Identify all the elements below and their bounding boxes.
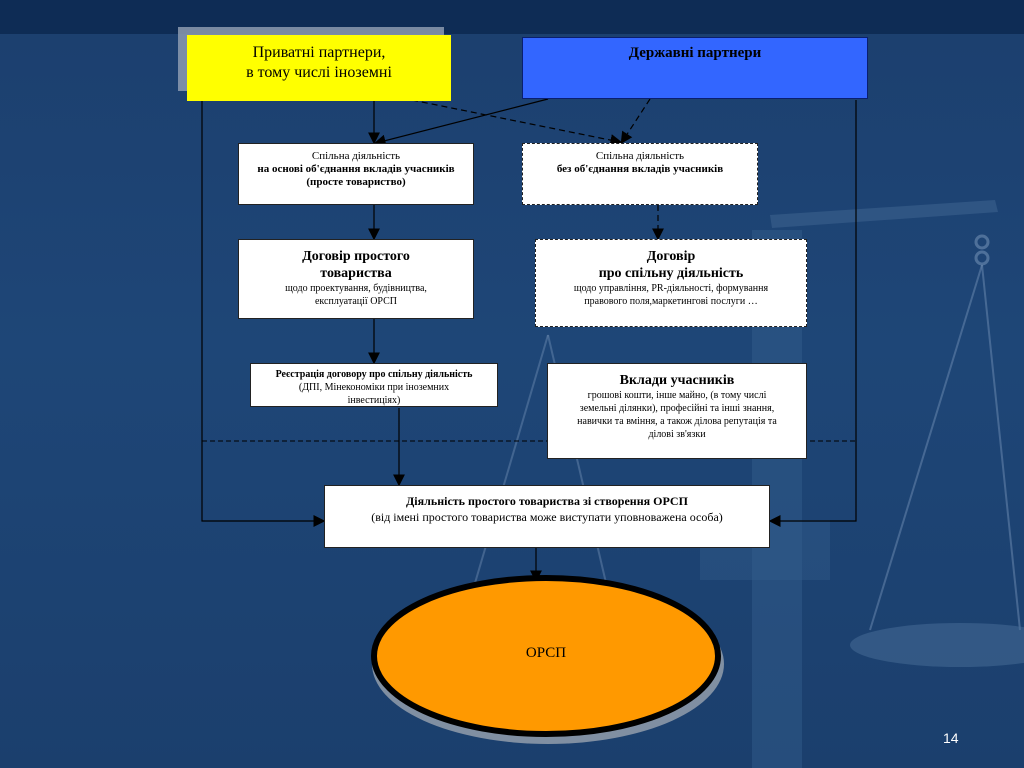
joint-activity-no-pooling-box: Спільна діяльність без об'єднання вкладі… [522,143,758,205]
activity-line1: Діяльність простого товариства зі створе… [406,494,688,508]
contributions-line1: грошові кошти, інше майно, (в тому числі [587,390,767,401]
joint-activity-pooling-box: Спільна діяльність на основі об'єднання … [238,143,474,205]
joint-activity-contract-box: Договір про спільну діяльність щодо упра… [535,239,807,327]
orsp-label: ОРСП [525,645,567,661]
joint-contract-title-line2: про спільну діяльність [598,266,744,281]
simple-contract-desc-line2: експлуатації ОРСП [314,296,397,307]
registration-line1: Реєстрація договору про спільну діяльніс… [275,369,473,380]
joint-pooling-line2: на основі об'єднання вкладів учасників [257,163,455,175]
contributions-line2: земельні ділянки), професійні та інші зн… [579,403,775,414]
joint-contract-title-line1: Договір [646,249,696,264]
state-partners-box: Державні партнери [522,37,868,99]
partnership-activity-box: Діяльність простого товариства зі створе… [324,485,770,548]
simple-contract-title-line1: Договір простого [302,249,410,264]
page-number: 14 [943,730,959,746]
state-partners-label: Державні партнери [628,45,762,61]
joint-pooling-line3: (просте товариство) [306,176,406,188]
simple-contract-title-line2: товариства [320,266,392,281]
contributions-line4: ділові зв'язки [648,429,706,440]
joint-pooling-line1: Спільна діяльність [311,150,401,162]
activity-line2: (від імені простого товариства може вист… [371,510,723,524]
joint-contract-desc-line2: правового поля,маркетингові послуги … [584,296,758,307]
joint-no-pooling-line2: без об'єднання вкладів учасників [556,163,724,175]
contributions-title: Вклади учасників [619,373,735,388]
private-partners-box: Приватні партнери, в тому числі іноземні [187,35,451,101]
contributions-box: Вклади учасників грошові кошти, інше май… [547,363,807,459]
joint-contract-desc-line1: щодо управління, PR-діяльності, формуван… [573,283,769,294]
simple-contract-desc-line1: щодо проектування, будівництва, [285,283,427,294]
simple-partnership-contract-box: Договір простого товариства щодо проекту… [238,239,474,319]
private-partners-line2: в тому числі іноземні [246,64,392,81]
contributions-line3: навички та вміння, а також ділова репута… [577,416,777,427]
registration-box: Реєстрація договору про спільну діяльніс… [250,363,498,407]
registration-line2: (ДПІ, Мінекономіки при іноземних [298,382,450,393]
registration-line3: інвестиціях) [347,395,401,406]
private-partners-line1: Приватні партнери, [252,44,386,61]
top-band [0,0,1024,34]
joint-no-pooling-line1: Спільна діяльність [595,150,685,162]
